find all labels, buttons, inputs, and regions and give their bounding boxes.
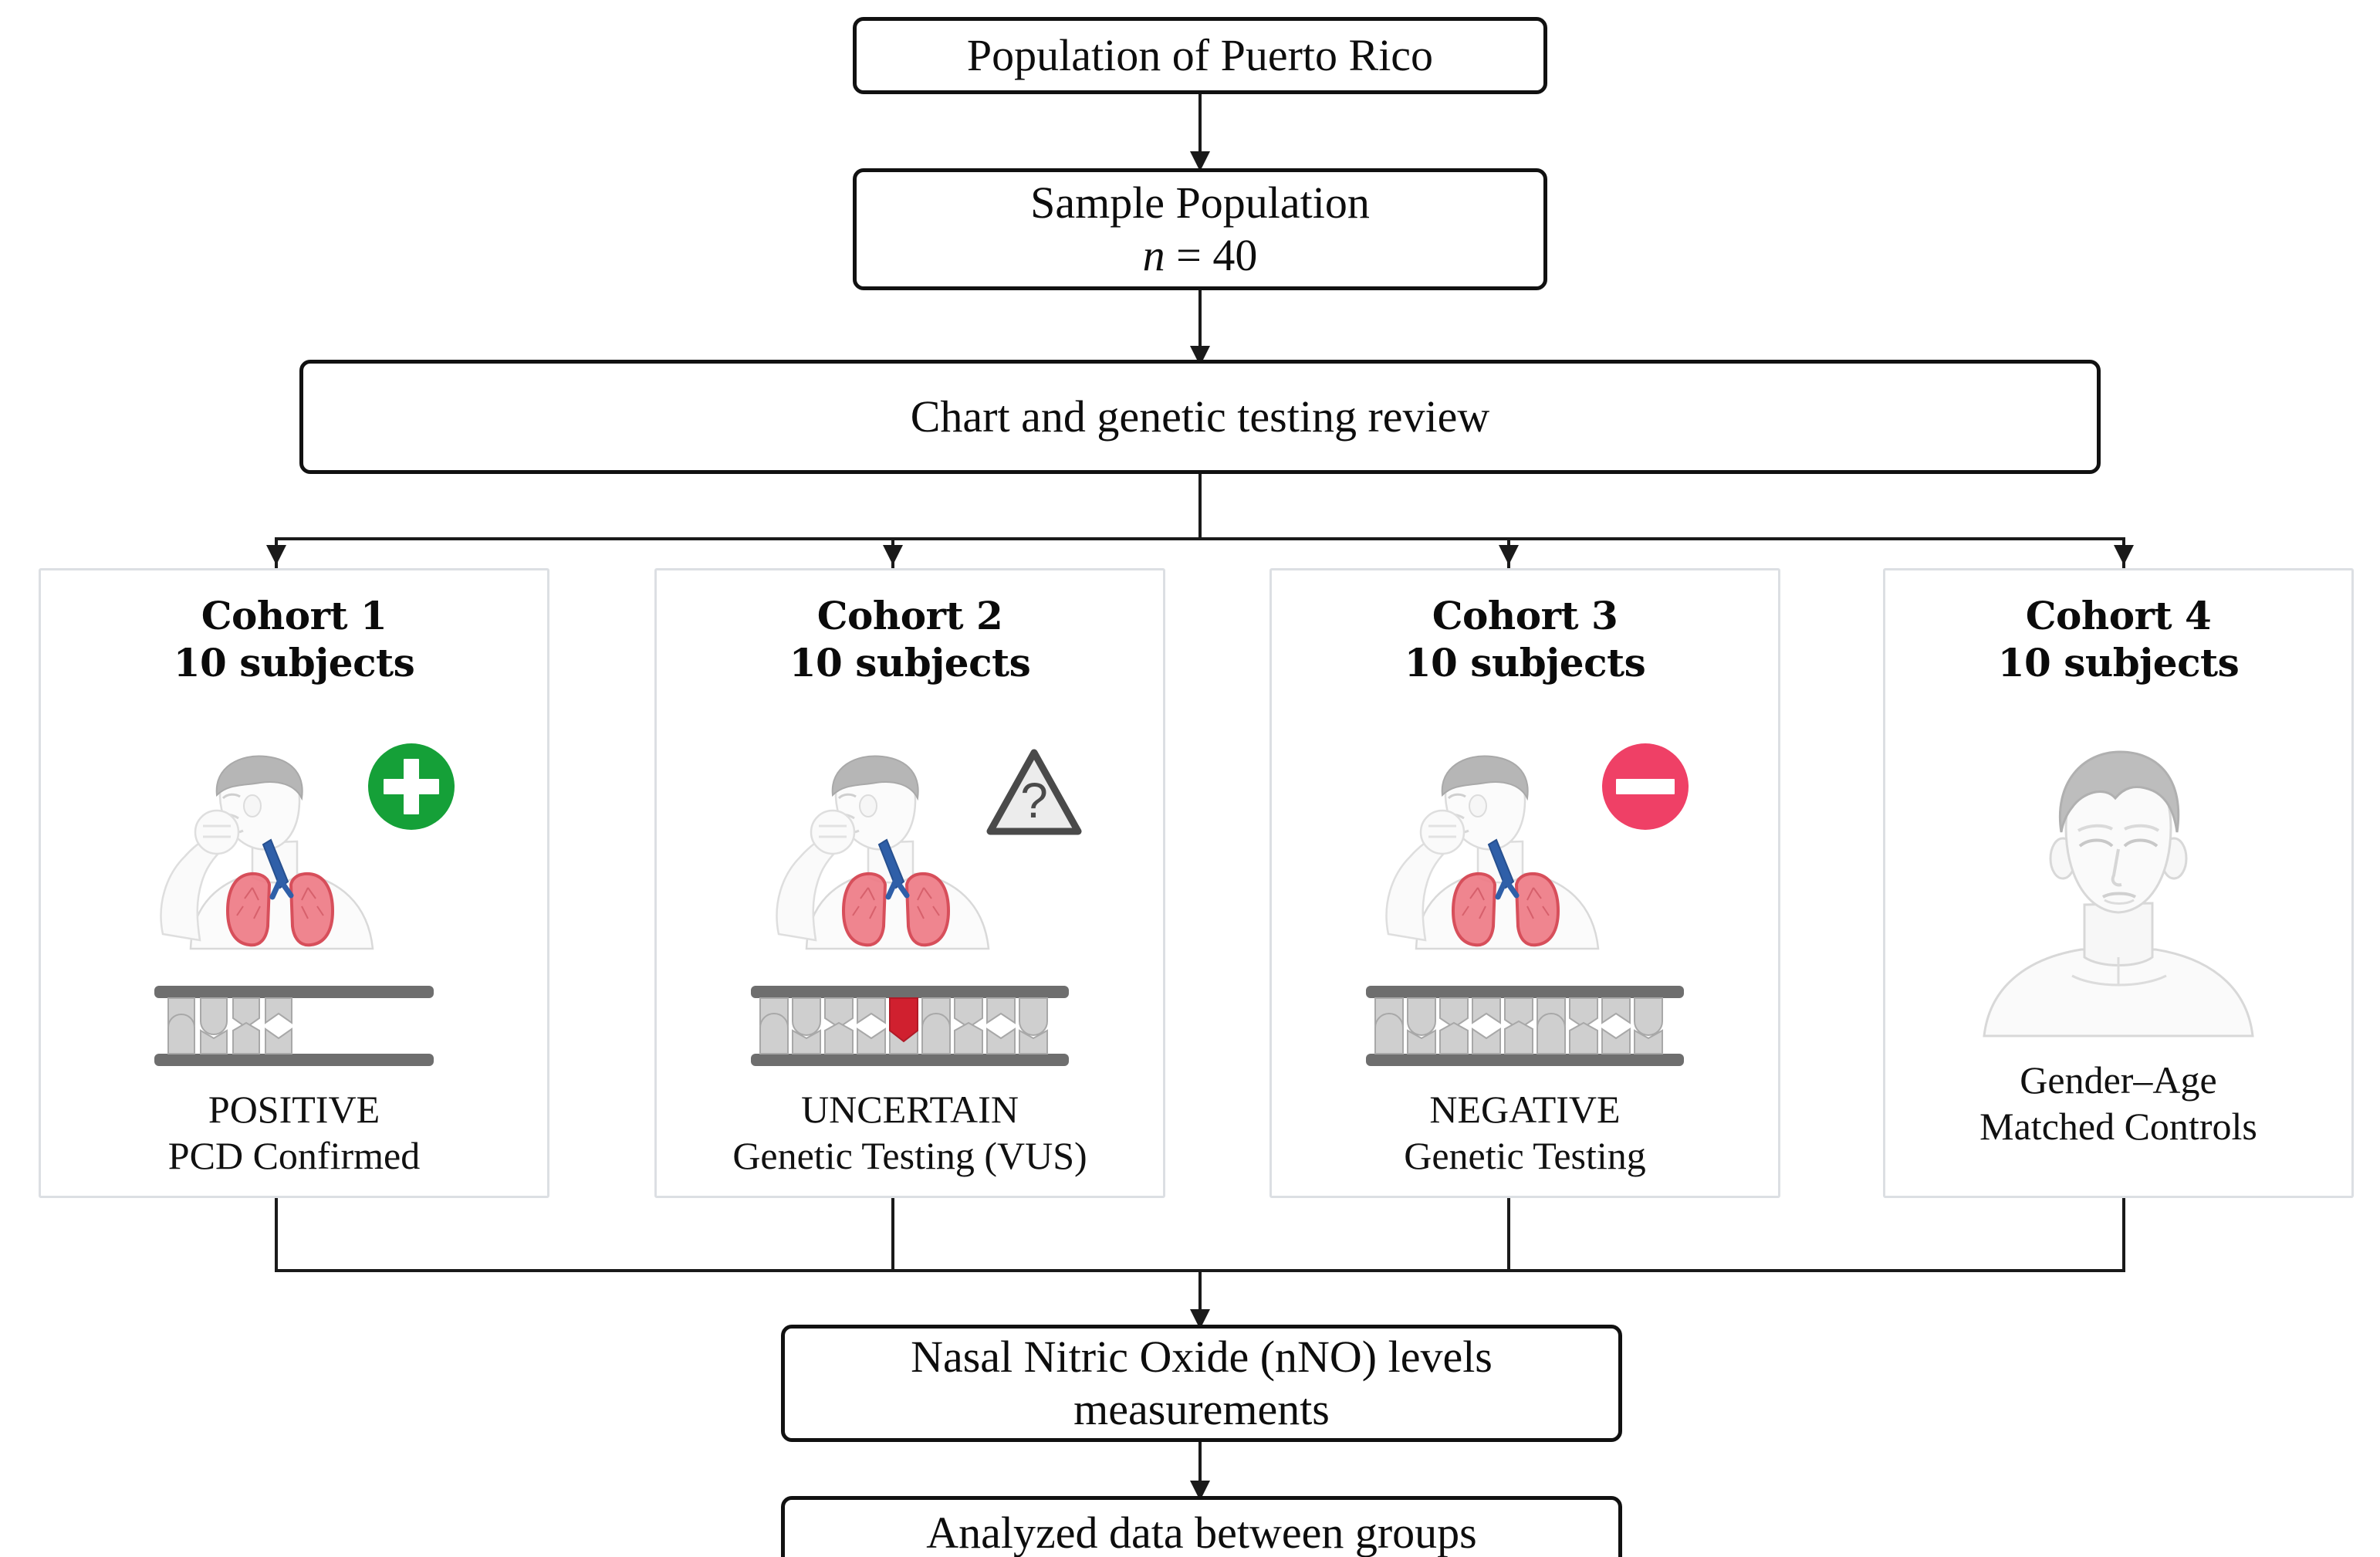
dna-strand-variant-icon bbox=[748, 980, 1072, 1072]
node-population-label: Population of Puerto Rico bbox=[966, 29, 1434, 80]
arrowhead-cohort-2 bbox=[883, 545, 903, 565]
cohort-3-title-line1: Cohort 3 bbox=[1432, 593, 1618, 638]
node-review-label: Chart and genetic testing review bbox=[910, 391, 1490, 442]
dna-strand-partial-icon bbox=[151, 980, 437, 1072]
connector-cohort-2-down bbox=[891, 1198, 894, 1272]
node-sample-n-symbol: n bbox=[1142, 230, 1165, 280]
cohort-4-caption-line1: Gender–Age bbox=[2020, 1058, 2217, 1102]
connector-sample-to-review bbox=[1198, 290, 1202, 357]
cohort-2-caption: UNCERTAIN Genetic Testing (VUS) bbox=[657, 1086, 1163, 1179]
cohort-1-title: Cohort 1 10 subjects bbox=[41, 592, 547, 686]
node-nno-measurements: Nasal Nitric Oxide (nNO) levels measurem… bbox=[781, 1325, 1622, 1442]
cohort-2-title: Cohort 2 10 subjects bbox=[657, 592, 1163, 686]
node-measure-line1: Nasal Nitric Oxide (nNO) levels bbox=[911, 1331, 1493, 1382]
cohort-1-caption-line1: POSITIVE bbox=[208, 1088, 380, 1131]
arrowhead-cohort-3 bbox=[1499, 545, 1519, 565]
connector-population-to-sample bbox=[1198, 94, 1202, 162]
cohort-2-caption-line1: UNCERTAIN bbox=[801, 1088, 1019, 1131]
cohort-4-title: Cohort 4 10 subjects bbox=[1885, 592, 2351, 686]
cohort-2-caption-line2: Genetic Testing (VUS) bbox=[732, 1134, 1087, 1177]
cohort-3-title-line2: 10 subjects bbox=[1404, 640, 1646, 685]
connector-review-stem bbox=[1198, 474, 1202, 539]
connector-measure-to-analysis bbox=[1198, 1442, 1202, 1491]
dna-strand-full-icon bbox=[1363, 980, 1687, 1072]
arrowhead-cohort-4 bbox=[2114, 545, 2134, 565]
arrowhead-population-to-sample bbox=[1190, 151, 1210, 171]
warning-question-triangle-icon: ? bbox=[984, 746, 1084, 839]
cohort-4-caption-line2: Matched Controls bbox=[1979, 1105, 2257, 1148]
cohort-1-caption: POSITIVE PCD Confirmed bbox=[41, 1086, 547, 1179]
cohort-4-caption: Gender–Age Matched Controls bbox=[1885, 1057, 2351, 1149]
minus-circle-icon bbox=[1599, 740, 1692, 833]
cohort-2-title-line1: Cohort 2 bbox=[816, 593, 1003, 638]
neutral-face-bust-icon bbox=[1956, 736, 2280, 1037]
cohort-panel-4[interactable]: Cohort 4 10 subjects bbox=[1883, 568, 2354, 1198]
node-sample-label: Sample Population bbox=[1030, 177, 1370, 228]
node-analysis-label: Analyzed data between groups bbox=[926, 1507, 1477, 1557]
cohort-3-title: Cohort 3 10 subjects bbox=[1272, 592, 1778, 686]
node-chart-genetic-review: Chart and genetic testing review bbox=[299, 360, 2101, 474]
cohort-4-title-line1: Cohort 4 bbox=[2025, 593, 2212, 638]
cohort-2-title-line2: 10 subjects bbox=[789, 640, 1031, 685]
node-analyzed-data: Analyzed data between groups bbox=[781, 1496, 1622, 1557]
plus-circle-icon bbox=[365, 740, 458, 833]
cohort-panel-3[interactable]: Cohort 3 10 subjects bbox=[1269, 568, 1780, 1198]
cohort-1-title-line2: 10 subjects bbox=[173, 640, 415, 685]
coughing-person-lungs-icon bbox=[137, 752, 391, 953]
cohort-1-title-line1: Cohort 1 bbox=[201, 593, 387, 638]
connector-merge-stem bbox=[1198, 1269, 1202, 1320]
cohort-3-caption: NEGATIVE Genetic Testing bbox=[1272, 1086, 1778, 1179]
cohort-3-caption-line2: Genetic Testing bbox=[1404, 1134, 1646, 1177]
svg-text:?: ? bbox=[1020, 773, 1048, 828]
cohort-panel-2[interactable]: Cohort 2 10 subjects bbox=[654, 568, 1165, 1198]
node-sample-n-value: = 40 bbox=[1176, 230, 1258, 280]
node-sample-n: n = 40 bbox=[1143, 229, 1258, 282]
cohort-4-title-line2: 10 subjects bbox=[1997, 640, 2240, 685]
cohort-1-caption-line2: PCD Confirmed bbox=[167, 1134, 421, 1177]
coughing-person-lungs-icon bbox=[1362, 752, 1617, 953]
node-sample-population: Sample Population n = 40 bbox=[853, 168, 1547, 290]
connector-review-bus bbox=[275, 537, 2125, 540]
node-population-of-puerto-rico: Population of Puerto Rico bbox=[853, 17, 1547, 94]
arrowhead-cohort-1 bbox=[266, 545, 286, 565]
coughing-person-lungs-icon bbox=[752, 752, 1007, 953]
connector-cohort-4-down bbox=[2122, 1198, 2125, 1272]
cohort-panel-1[interactable]: Cohort 1 10 subjects bbox=[39, 568, 549, 1198]
cohort-3-caption-line1: NEGATIVE bbox=[1429, 1088, 1621, 1131]
node-measure-line2: measurements bbox=[1073, 1384, 1330, 1434]
connector-cohort-1-down bbox=[275, 1198, 278, 1272]
connector-cohort-3-down bbox=[1507, 1198, 1510, 1272]
